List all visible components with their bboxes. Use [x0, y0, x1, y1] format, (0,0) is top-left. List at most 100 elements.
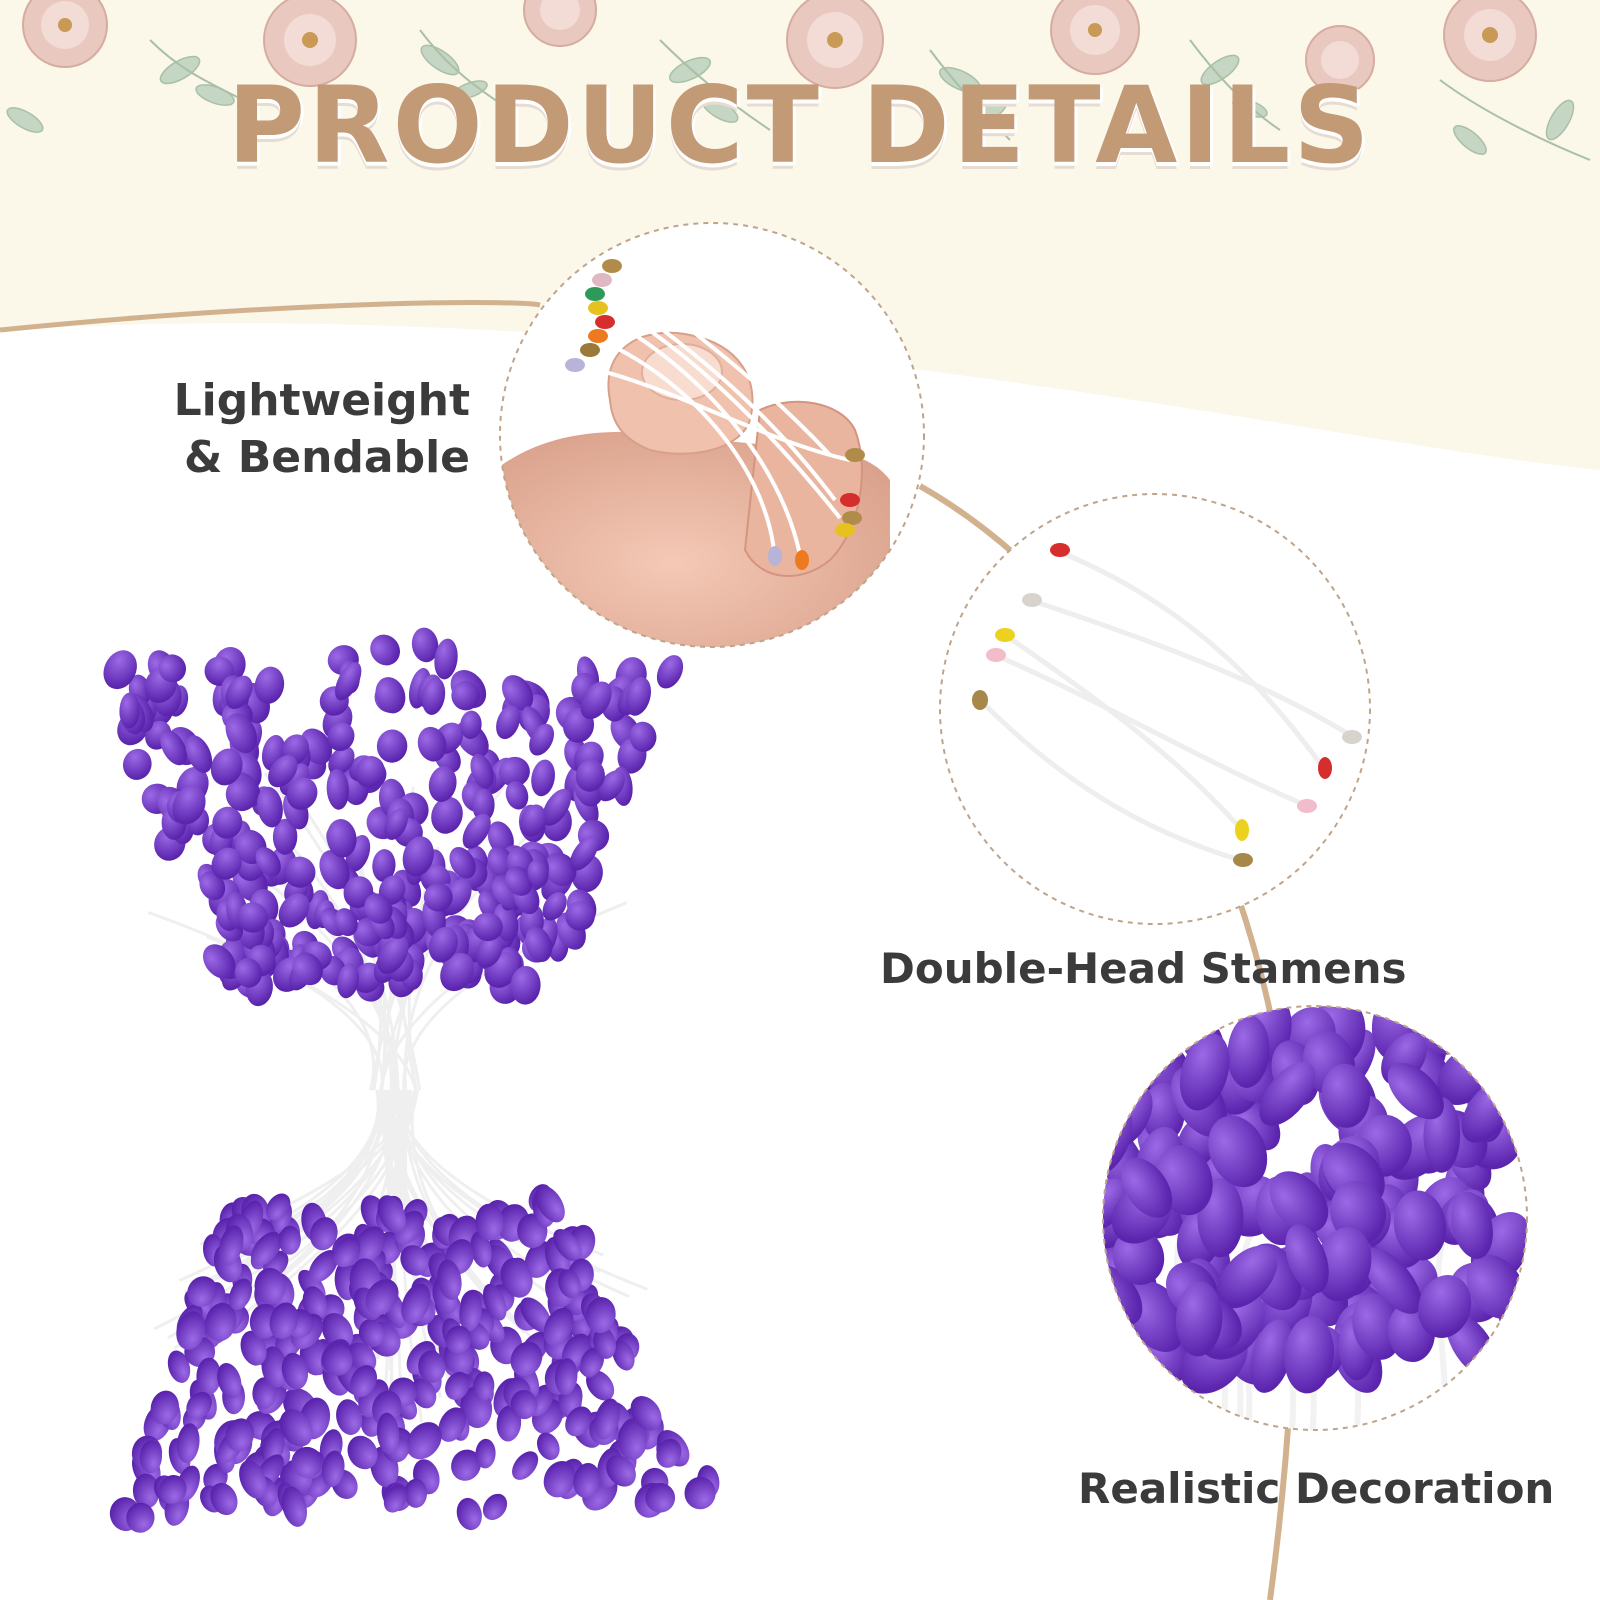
- stamen-bead: [203, 944, 236, 979]
- stamen-bead: [451, 681, 480, 711]
- stamen-bead: [411, 1378, 437, 1409]
- stamen-bead: [1179, 1033, 1230, 1111]
- stamen-bead: [656, 1438, 682, 1468]
- stamen-bead: [542, 788, 572, 826]
- stamen-bead: [618, 1418, 648, 1461]
- stamen-bead: [431, 796, 463, 834]
- stamen-bead: [376, 729, 408, 763]
- stamen-bead: [281, 1486, 308, 1527]
- stamen-bead: [354, 1226, 386, 1263]
- stamen-bead: [575, 759, 605, 792]
- stamen-bead: [536, 1432, 560, 1461]
- stamen-bead: [376, 1412, 400, 1455]
- stamen-bead: [343, 876, 374, 909]
- stamen-bead: [347, 1435, 378, 1470]
- stamen-bead: [1393, 1190, 1447, 1261]
- stamen-bead: [167, 1350, 191, 1383]
- stamen-bead: [377, 1195, 406, 1234]
- stamen-bead: [472, 788, 495, 822]
- stamen-bead: [350, 1365, 378, 1398]
- stamen-bead: [510, 1390, 538, 1420]
- stamen-bead: [272, 818, 298, 855]
- stamen-bead: [645, 1482, 676, 1513]
- stamen-bead: [358, 1318, 385, 1348]
- feature-label-line: Lightweight: [173, 375, 470, 426]
- stamen-bead: [384, 808, 408, 840]
- stamen-bead: [225, 675, 253, 709]
- stamen-bead: [160, 730, 188, 766]
- stamen-bead: [123, 748, 152, 780]
- stamen-bead: [319, 850, 350, 890]
- stamen-bead: [158, 654, 187, 683]
- stamen-bead: [553, 1228, 582, 1262]
- stamen-bead: [372, 1390, 402, 1427]
- stamen-bead: [418, 1350, 446, 1383]
- floral-border: [6, 0, 1591, 161]
- stamen-bead: [328, 746, 355, 775]
- stamen-bead: [355, 756, 385, 788]
- stamen-bead: [375, 677, 406, 714]
- stamen-bead: [326, 768, 349, 810]
- stamen-bead: [254, 1267, 286, 1305]
- stamen-bead: [656, 655, 684, 689]
- stamen-bead: [126, 1502, 155, 1533]
- page-title: PRODUCT DETAILS: [227, 64, 1373, 187]
- stamen-bead: [1499, 1029, 1527, 1096]
- stamen-bead: [527, 859, 549, 888]
- stamen-bead: [404, 1478, 428, 1508]
- stamen-bead: [326, 819, 357, 858]
- stamen-bead: [218, 1225, 244, 1266]
- stamen-bead: [423, 883, 453, 912]
- stamen-bead: [139, 1440, 163, 1474]
- stamen-bead: [321, 1344, 353, 1376]
- stamen-bead: [501, 675, 534, 711]
- stamen-bead: [211, 847, 242, 880]
- stamen-bead: [172, 785, 206, 825]
- stamen-bead: [400, 1245, 429, 1276]
- stamen-bead: [460, 710, 482, 739]
- stamen-bead: [1363, 1248, 1422, 1314]
- stamen-bead: [383, 1484, 408, 1513]
- colored-bead-group: [565, 259, 865, 570]
- stamen-bead: [580, 1347, 604, 1377]
- stamen-bead: [544, 852, 577, 887]
- stamen-bead: [1285, 1224, 1329, 1294]
- stamen-bead: [428, 926, 458, 963]
- stamen-bead: [278, 893, 310, 928]
- stamen-bead: [580, 681, 612, 720]
- stamen-bead: [335, 662, 362, 701]
- stamen-bead: [586, 1370, 615, 1401]
- stamen-bead: [225, 713, 258, 754]
- stamen-bead: [364, 893, 393, 924]
- stamen-bead: [228, 1278, 253, 1311]
- stamen-bead: [462, 813, 491, 849]
- stamen-bead: [570, 836, 599, 871]
- stamen-bead: [370, 634, 400, 666]
- stamen-bead: [240, 1330, 267, 1366]
- stamen-bead: [281, 1352, 309, 1390]
- stamen-stem: [398, 1089, 564, 1284]
- stamen-bead: [445, 1325, 472, 1354]
- stamen-bead: [225, 1418, 255, 1452]
- stamen-bead: [187, 1276, 218, 1307]
- cream-banner: [0, 0, 1600, 470]
- stamen-bead: [482, 1493, 508, 1520]
- stamen-bead: [159, 1475, 187, 1504]
- stamen-bead: [1216, 1245, 1278, 1309]
- feature-label-double-head: Double-Head Stamens: [880, 944, 1407, 993]
- stamen-bead: [279, 1409, 313, 1447]
- stamen-bead: [1175, 1281, 1223, 1357]
- stamen-bead: [176, 1311, 206, 1350]
- stamen-bead: [440, 952, 475, 992]
- stamen-bead: [472, 912, 503, 942]
- stamen-bead: [470, 1231, 492, 1268]
- stamen-bead: [630, 1396, 662, 1431]
- stamen-bead: [520, 1297, 552, 1333]
- stamen-bead: [334, 908, 358, 937]
- stamen-bead: [1269, 1171, 1329, 1233]
- stamen-bead: [269, 1302, 299, 1339]
- stamen-bead: [505, 780, 529, 810]
- realistic-decoration-detail-circle: [1102, 1005, 1528, 1431]
- stamen-bead: [1259, 1062, 1316, 1126]
